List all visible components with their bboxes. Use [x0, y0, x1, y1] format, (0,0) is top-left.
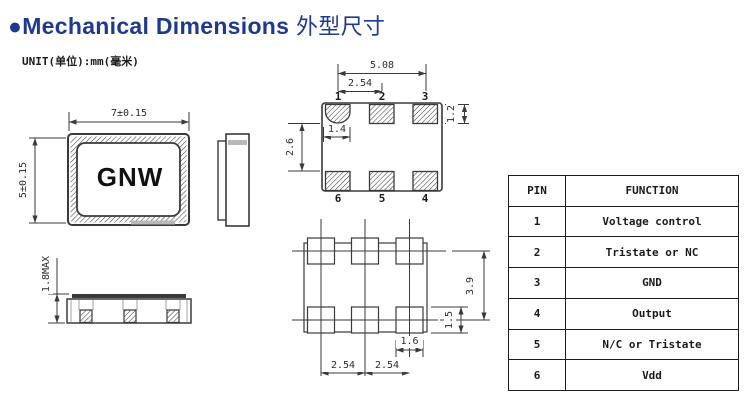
pin-label-1: 1: [334, 90, 342, 103]
dim-pad-height: 1.2: [446, 102, 458, 126]
pin-cell: 6: [508, 359, 566, 391]
dim-pad-width: 1.4: [325, 124, 349, 136]
title-bullet-icon: ●: [8, 13, 23, 39]
function-cell: Output: [565, 297, 739, 330]
title-zh: 外型尺寸: [295, 15, 386, 40]
pin-cell: 3: [508, 267, 566, 299]
pin-label-3: 3: [421, 90, 429, 103]
pin-table-header-function: FUNCTION: [565, 175, 739, 207]
title-en: Mechanical Dimensions: [22, 13, 290, 39]
pin-cell: 2: [508, 236, 566, 269]
function-cell: Vdd: [565, 359, 739, 391]
pin-label-2: 2: [378, 90, 386, 103]
dim-land-pad-height: 1.5: [444, 308, 456, 332]
pin-table-header-row: PIN FUNCTION: [508, 175, 739, 207]
dim-pad-pitch: 2.54: [340, 78, 380, 90]
pin-function-table: PIN FUNCTION 1 Voltage control 2 Tristat…: [508, 175, 739, 391]
function-cell: Tristate or NC: [565, 236, 739, 269]
pin-cell: 4: [508, 297, 566, 330]
top-view-drawing: [29, 112, 190, 226]
pin-cell: 5: [508, 328, 566, 361]
pin-table-row: 2 Tristate or NC: [508, 236, 739, 269]
pin-label-5: 5: [378, 192, 386, 205]
pin-table-row: 1 Voltage control: [508, 205, 739, 238]
dim-row-gap: 2.6: [285, 135, 297, 159]
dim-overall-pitch: 5.08: [362, 60, 402, 72]
dim-top-height: 5±0.15: [18, 158, 30, 202]
side-view-front-drawing: [48, 258, 192, 324]
dim-land-pitch-left: 2.54: [323, 360, 363, 372]
pin-table-row: 4 Output: [508, 297, 739, 330]
pin-table-row: 3 GND: [508, 267, 739, 299]
dim-land-pitch-right: 2.54: [367, 360, 407, 372]
pin-label-6: 6: [334, 192, 342, 205]
function-cell: Voltage control: [565, 205, 739, 238]
function-cell: GND: [565, 267, 739, 299]
side-view-right-drawing: [217, 133, 250, 227]
unit-label: UNIT(单位):mm(毫米): [22, 55, 139, 68]
page-title: ●Mechanical Dimensions 外型尺寸: [8, 9, 385, 41]
bottom-view-drawing: [288, 64, 469, 192]
pin-table-row: 6 Vdd: [508, 359, 739, 391]
part-marking: GNW: [96, 162, 164, 192]
pin-table-header-pin: PIN: [508, 175, 566, 207]
pin-table-row: 5 N/C or Tristate: [508, 328, 739, 361]
pin-label-4: 4: [421, 192, 429, 205]
dim-top-width: 7±0.15: [106, 108, 152, 120]
pin-cell: 1: [508, 205, 566, 238]
dim-land-pad-width: 1.6: [396, 336, 423, 348]
dim-land-row-pitch: 3.9: [465, 274, 477, 298]
land-pattern-drawing: [292, 219, 490, 376]
dim-side-height: 1.8MAX: [41, 254, 53, 294]
function-cell: N/C or Tristate: [565, 328, 739, 361]
